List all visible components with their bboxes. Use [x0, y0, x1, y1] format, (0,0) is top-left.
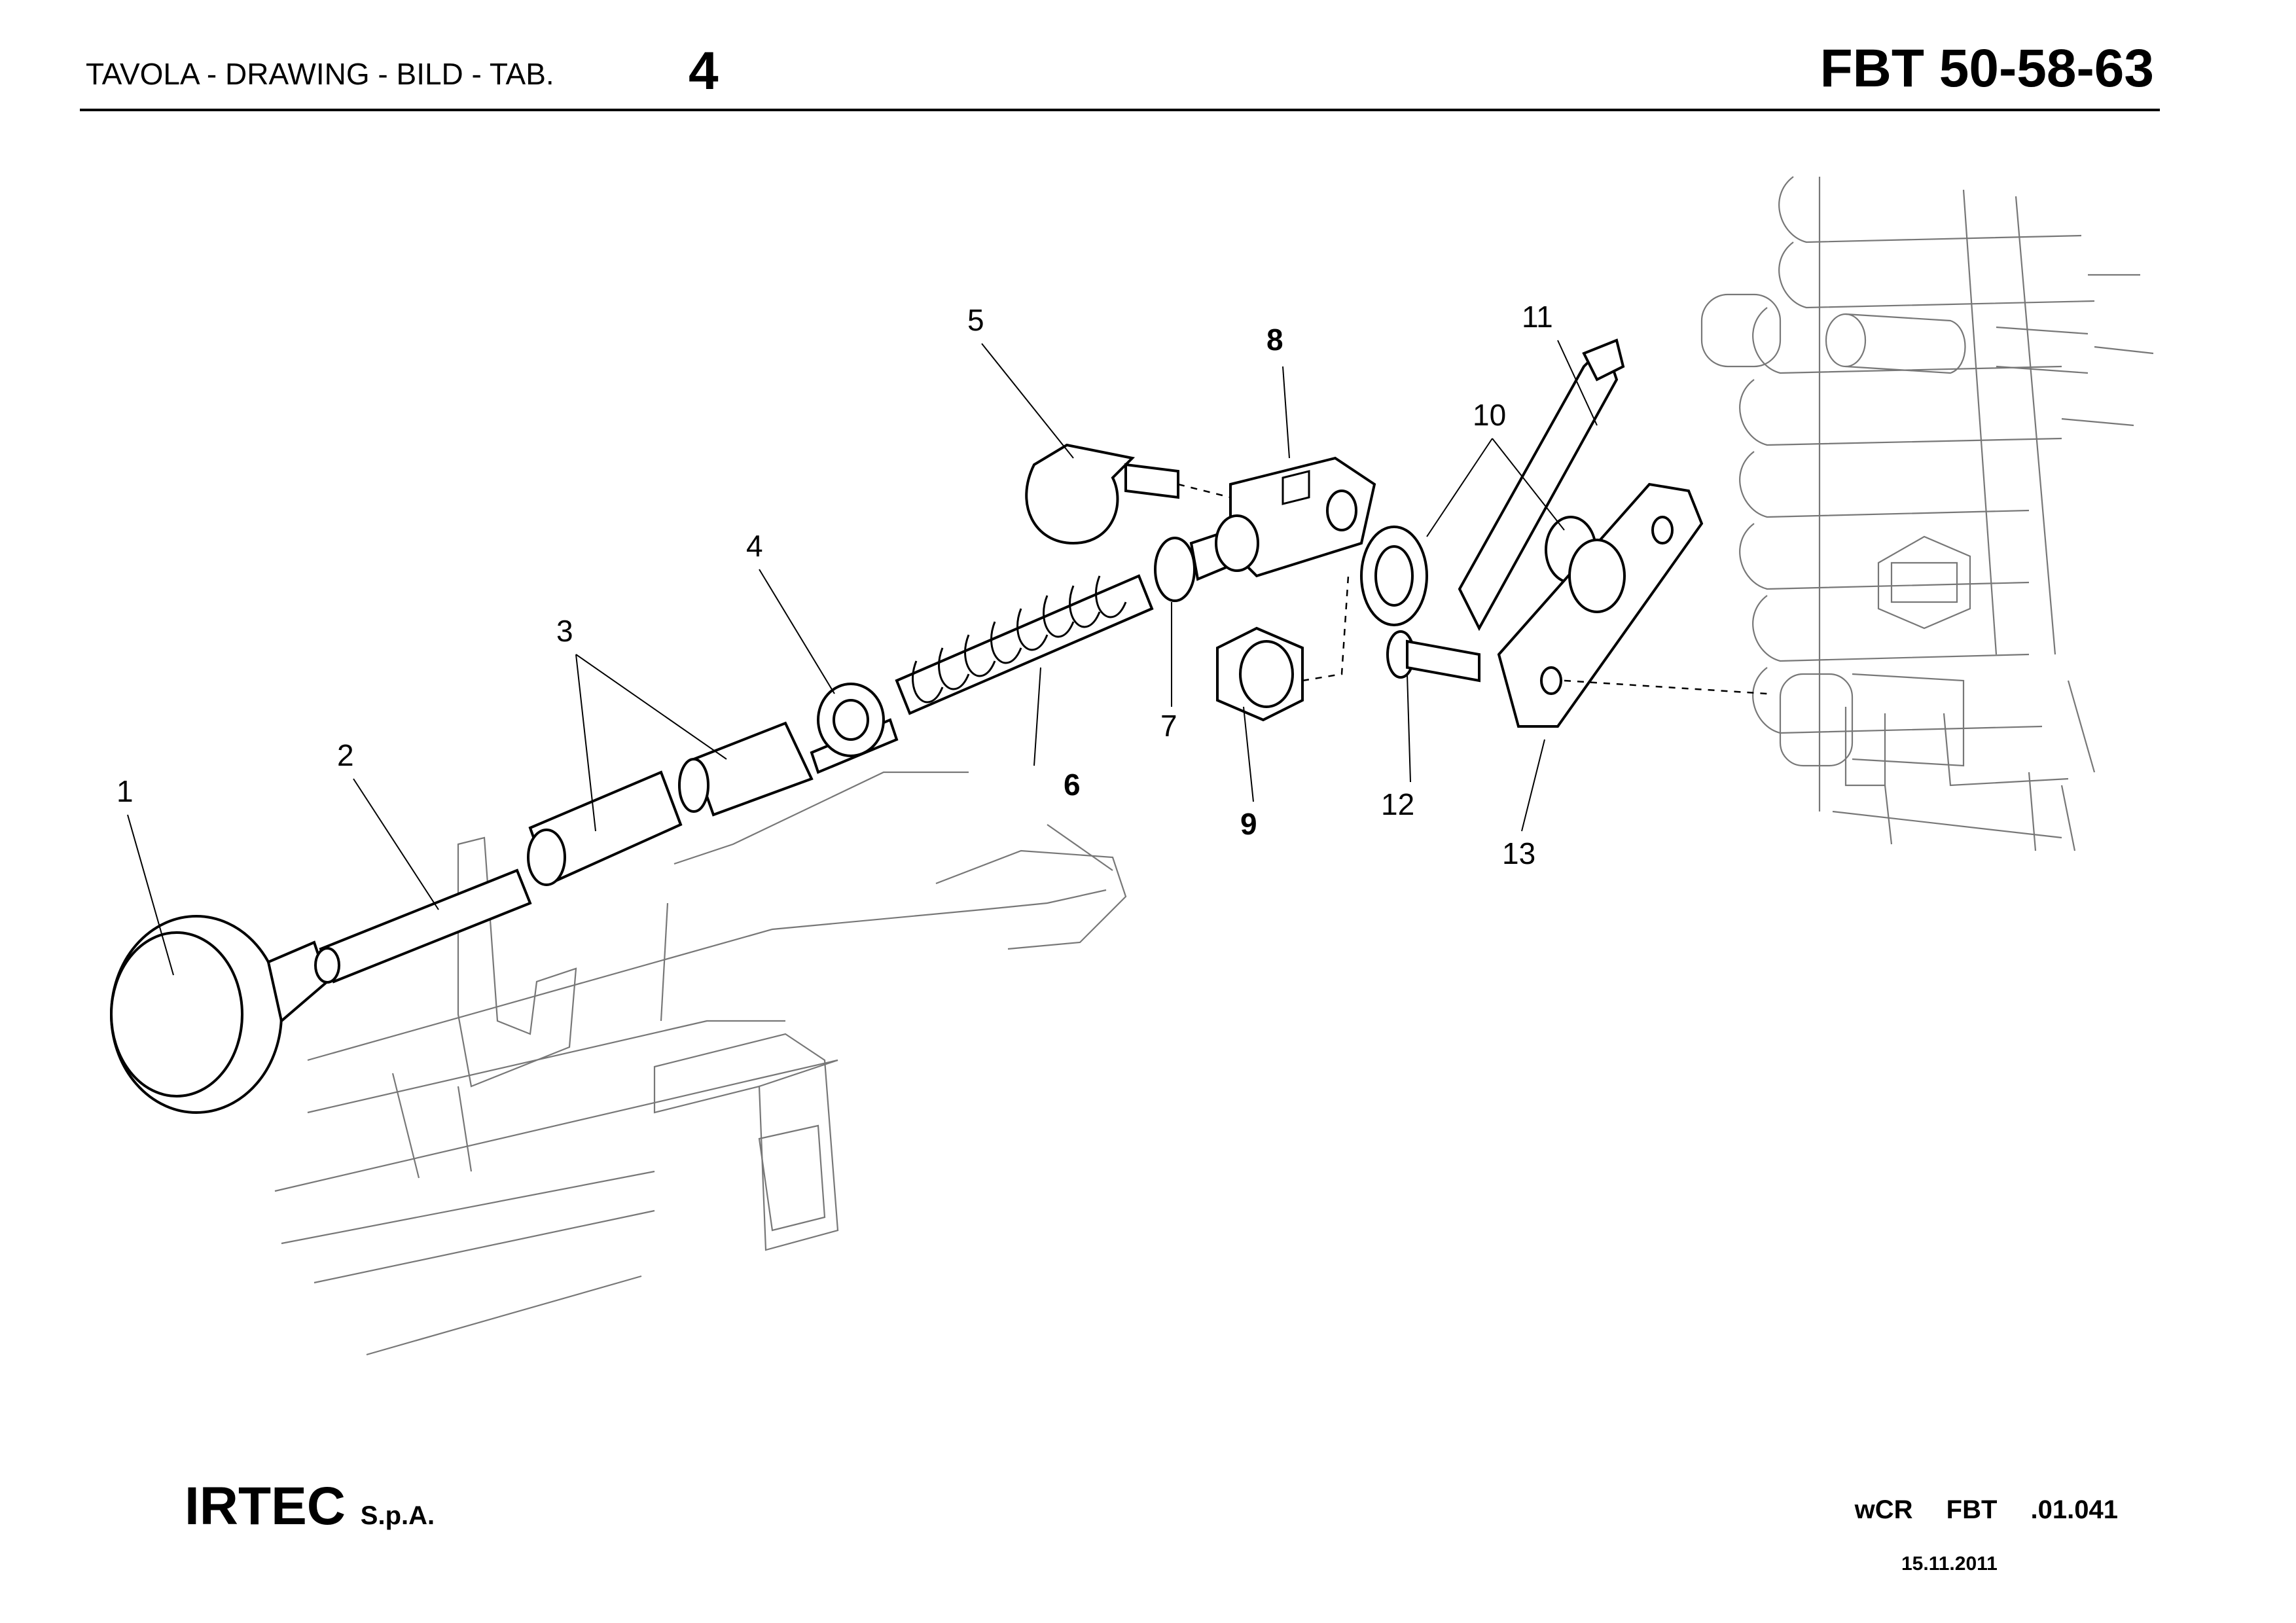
part-rod-2 [314, 868, 532, 984]
part-clevis-8 [1215, 456, 1376, 578]
engine-outline [1700, 176, 2154, 851]
part-knob-1 [110, 915, 329, 1114]
table-number: 4 [689, 41, 719, 101]
part-spring-6 [895, 574, 1154, 715]
company-suffix: S.p.A. [360, 1501, 435, 1530]
callout-5: 5 [967, 303, 984, 337]
callout-11: 11 [1522, 300, 1553, 334]
part-plate-13 [1497, 482, 1704, 728]
callout-6: 6 [1064, 768, 1081, 802]
part-washer-4 [817, 683, 885, 757]
callout-8: 8 [1266, 323, 1283, 357]
company-name-text: IRTEC [185, 1476, 346, 1536]
callout-10: 10 [1473, 398, 1506, 432]
callout-7: 7 [1160, 709, 1177, 743]
callout-1: 1 [117, 774, 134, 808]
callout-2: 2 [337, 738, 354, 772]
document-code: wCR FBT .01.041 [1854, 1495, 2118, 1524]
company-name: IRTEC S.p.A. [185, 1476, 435, 1537]
callout-12: 12 [1381, 787, 1414, 821]
part-lever-11 [1458, 338, 1625, 632]
part-washer-10 [1360, 516, 1597, 626]
chassis-outline [274, 771, 1127, 1356]
header-drawing-label: TAVOLA - DRAWING - BILD - TAB. [86, 57, 554, 91]
callout-3: 3 [556, 614, 573, 648]
part-screw-12 [1386, 630, 1480, 683]
leader-lines [127, 340, 1598, 976]
callout-13: 13 [1502, 836, 1535, 870]
header-divider [80, 109, 2160, 111]
model-title: FBT 50-58-63 [1820, 39, 2154, 98]
document-date: 15.11.2011 [1901, 1553, 1998, 1575]
callout-4: 4 [746, 529, 763, 563]
callout-9: 9 [1240, 807, 1257, 841]
part-clip-5 [1025, 443, 1179, 545]
part-nut-9 [1216, 626, 1304, 722]
